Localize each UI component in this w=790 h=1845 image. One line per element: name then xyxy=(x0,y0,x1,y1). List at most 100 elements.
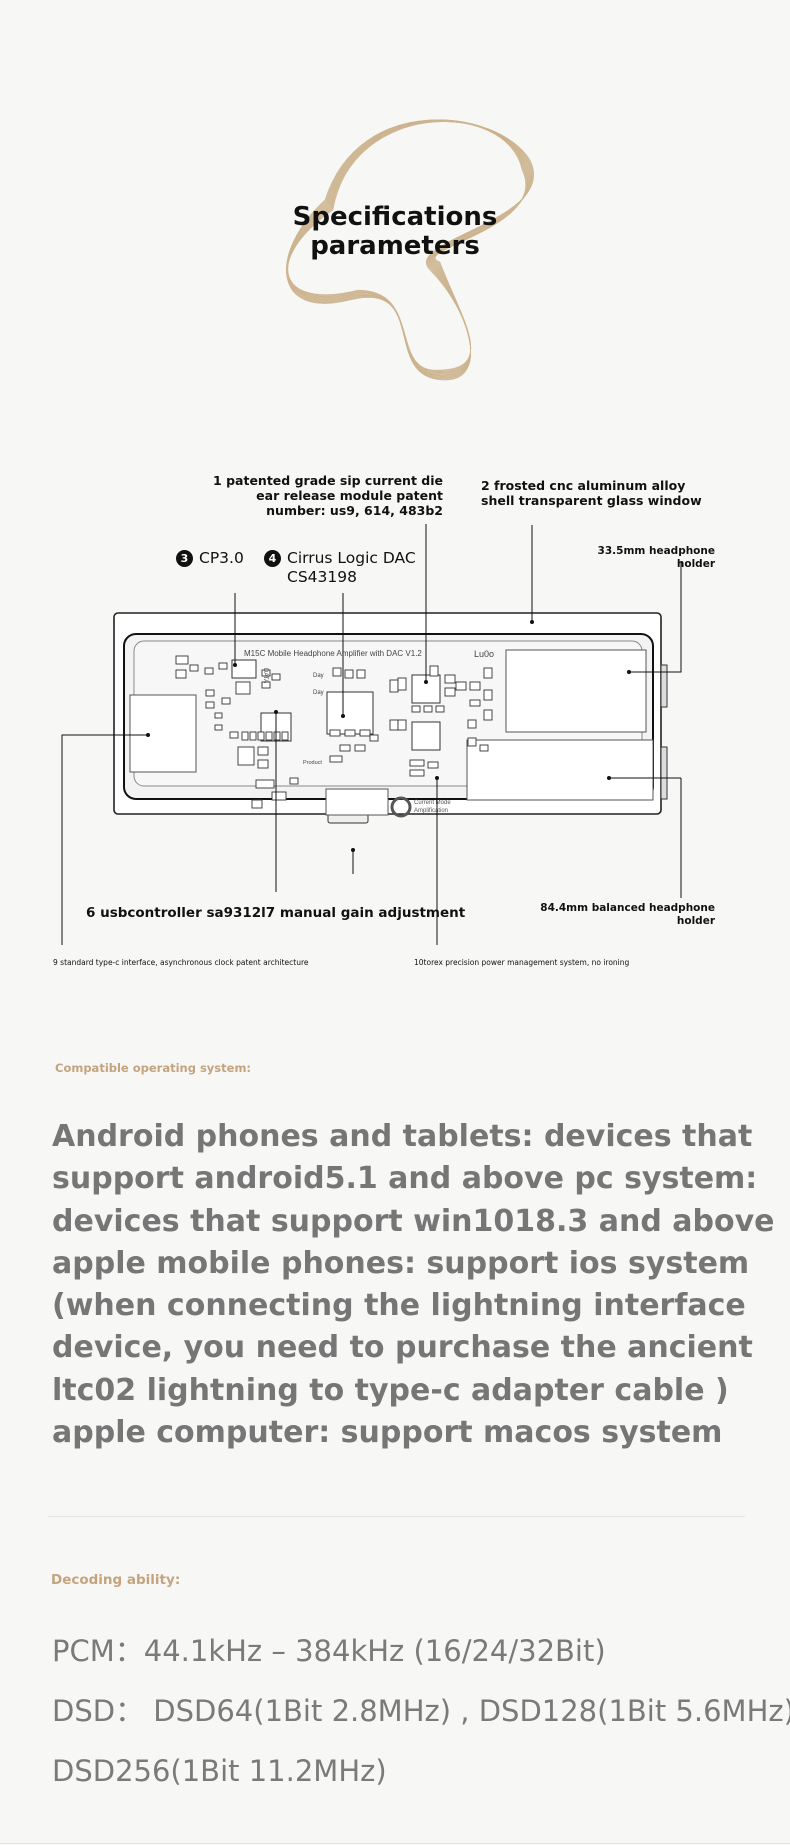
logo-text-1: Current Mode xyxy=(414,800,451,806)
dsd-spec-line2: DSD256(1Bit 11.2MHz) xyxy=(52,1754,387,1788)
callout-usb-controller: 6 usbcontroller sa9312l7 manual gain adj… xyxy=(86,905,466,921)
leader-dots xyxy=(146,620,631,852)
smd-component xyxy=(467,719,477,729)
smd-component xyxy=(257,731,265,741)
smd-component xyxy=(221,697,231,705)
smd-component xyxy=(411,705,421,713)
smd-component xyxy=(397,719,407,731)
callout-type-c: 9 standard type-c interface, asynchronou… xyxy=(53,958,309,967)
smd-component xyxy=(455,681,467,691)
bottom-module xyxy=(325,788,389,816)
smd-component xyxy=(329,729,341,737)
smd-component xyxy=(359,729,371,737)
compatible-line: device, you need to purchase the ancient xyxy=(52,1330,753,1366)
board-title-text: M15C Mobile Headphone Amplifier with DAC… xyxy=(244,649,422,658)
smd-component xyxy=(429,665,439,677)
ribbon-curve xyxy=(287,121,526,371)
compatible-line: apple computer: support macos system xyxy=(52,1415,723,1451)
callout-44mm-line2: holder xyxy=(676,915,715,927)
smd-component xyxy=(344,729,356,737)
smd-component xyxy=(369,734,379,742)
smd-component xyxy=(241,731,249,741)
smd-component xyxy=(235,681,251,695)
smd-component xyxy=(469,699,481,707)
board-day-text-2: Day xyxy=(313,690,324,696)
page-title-line1: Specifications xyxy=(292,202,498,232)
device-diagram: M15C Mobile Headphone Amplifier with DAC… xyxy=(61,524,682,945)
smd-component xyxy=(354,744,366,752)
smd-component xyxy=(261,669,271,677)
smd-component xyxy=(175,655,189,665)
compatible-line: Android phones and tablets: devices that xyxy=(52,1119,753,1154)
smd-component xyxy=(175,669,187,679)
callout-sip-line1: 1 patented grade sip current die xyxy=(213,473,443,488)
smd-component xyxy=(339,744,351,752)
smd-component xyxy=(281,731,289,741)
smd-component xyxy=(205,689,215,697)
smd-component xyxy=(204,667,214,675)
smd-component xyxy=(389,679,399,693)
smd-component xyxy=(271,673,281,681)
smd-component xyxy=(249,731,257,741)
smd-component xyxy=(251,799,263,809)
smd-component xyxy=(218,662,228,670)
dsd-spec-line1: DSD： DSD64(1Bit 2.8MHz) , DSD128(1Bit 5.… xyxy=(52,1694,790,1728)
smd-component xyxy=(409,769,425,777)
smd-component xyxy=(479,744,489,752)
page-title-line2: parameters xyxy=(310,231,480,261)
smd-component xyxy=(469,681,481,691)
callout-cp30-text: CP3.0 xyxy=(199,549,244,567)
callout-cnc-shell: 2 frosted cnc aluminum alloy shell trans… xyxy=(481,478,741,508)
callout-35mm: 33.5mm headphone holder xyxy=(560,545,715,571)
smd-component xyxy=(205,701,215,709)
callout-35mm-line1: 33.5mm headphone xyxy=(597,545,715,557)
smd-component xyxy=(397,677,407,691)
callout-dac-line2: CS43198 xyxy=(287,568,357,586)
smd-component xyxy=(289,777,299,785)
chip-sip-2 xyxy=(411,721,441,751)
callout-44mm: 84.4mm balanced headphone holder xyxy=(520,902,715,928)
callout-cnc-line1: 2 frosted cnc aluminum alloy xyxy=(481,478,686,493)
board-brand-text: Lu0o xyxy=(474,649,494,659)
smd-component xyxy=(214,712,223,719)
compatible-description: Android phones and tablets: devices that… xyxy=(52,1116,775,1454)
smd-component xyxy=(427,761,439,769)
smd-component xyxy=(467,737,477,747)
usb-connector-block xyxy=(129,694,197,773)
smd-component xyxy=(214,724,223,731)
smd-component xyxy=(435,705,445,713)
smd-component xyxy=(344,669,354,679)
smd-component xyxy=(483,709,493,721)
badge-4: 4 xyxy=(264,550,281,567)
callout-44mm-line1: 84.4mm balanced headphone xyxy=(540,902,715,914)
smd-component xyxy=(257,746,269,756)
callout-torex: 10torex precision power management syste… xyxy=(414,958,630,967)
current-mode-logo xyxy=(390,796,412,818)
pcm-spec: PCM：44.1kHz – 384kHz (16/24/32Bit) xyxy=(52,1634,606,1668)
board-data-text: DATA xyxy=(262,668,268,683)
smd-component xyxy=(483,667,493,679)
smd-component xyxy=(389,719,399,731)
smd-component xyxy=(261,681,271,689)
smd-component xyxy=(273,731,281,741)
smd-component xyxy=(229,731,239,739)
headphone-jack-44 xyxy=(660,746,668,800)
smd-component xyxy=(483,689,493,701)
smd-component xyxy=(329,755,343,763)
smd-component xyxy=(189,664,199,672)
callout-sip-line3: number: us9, 614, 483b2 xyxy=(266,503,443,518)
smd-component xyxy=(444,674,456,684)
smd-component xyxy=(332,667,342,677)
compatible-line: (when connecting the lightning interface xyxy=(52,1288,746,1324)
compatible-line: apple mobile phones: support ios system xyxy=(52,1245,750,1281)
smd-component xyxy=(423,705,433,713)
chip-cp xyxy=(231,659,257,679)
smd-component xyxy=(237,746,255,766)
compatible-line: support android5.1 and above pc system: xyxy=(52,1161,758,1197)
smd-component xyxy=(356,669,366,679)
board-day-text-1: Day xyxy=(313,673,324,679)
gold-ribbon-graphic xyxy=(286,119,534,381)
small-components xyxy=(175,655,493,809)
